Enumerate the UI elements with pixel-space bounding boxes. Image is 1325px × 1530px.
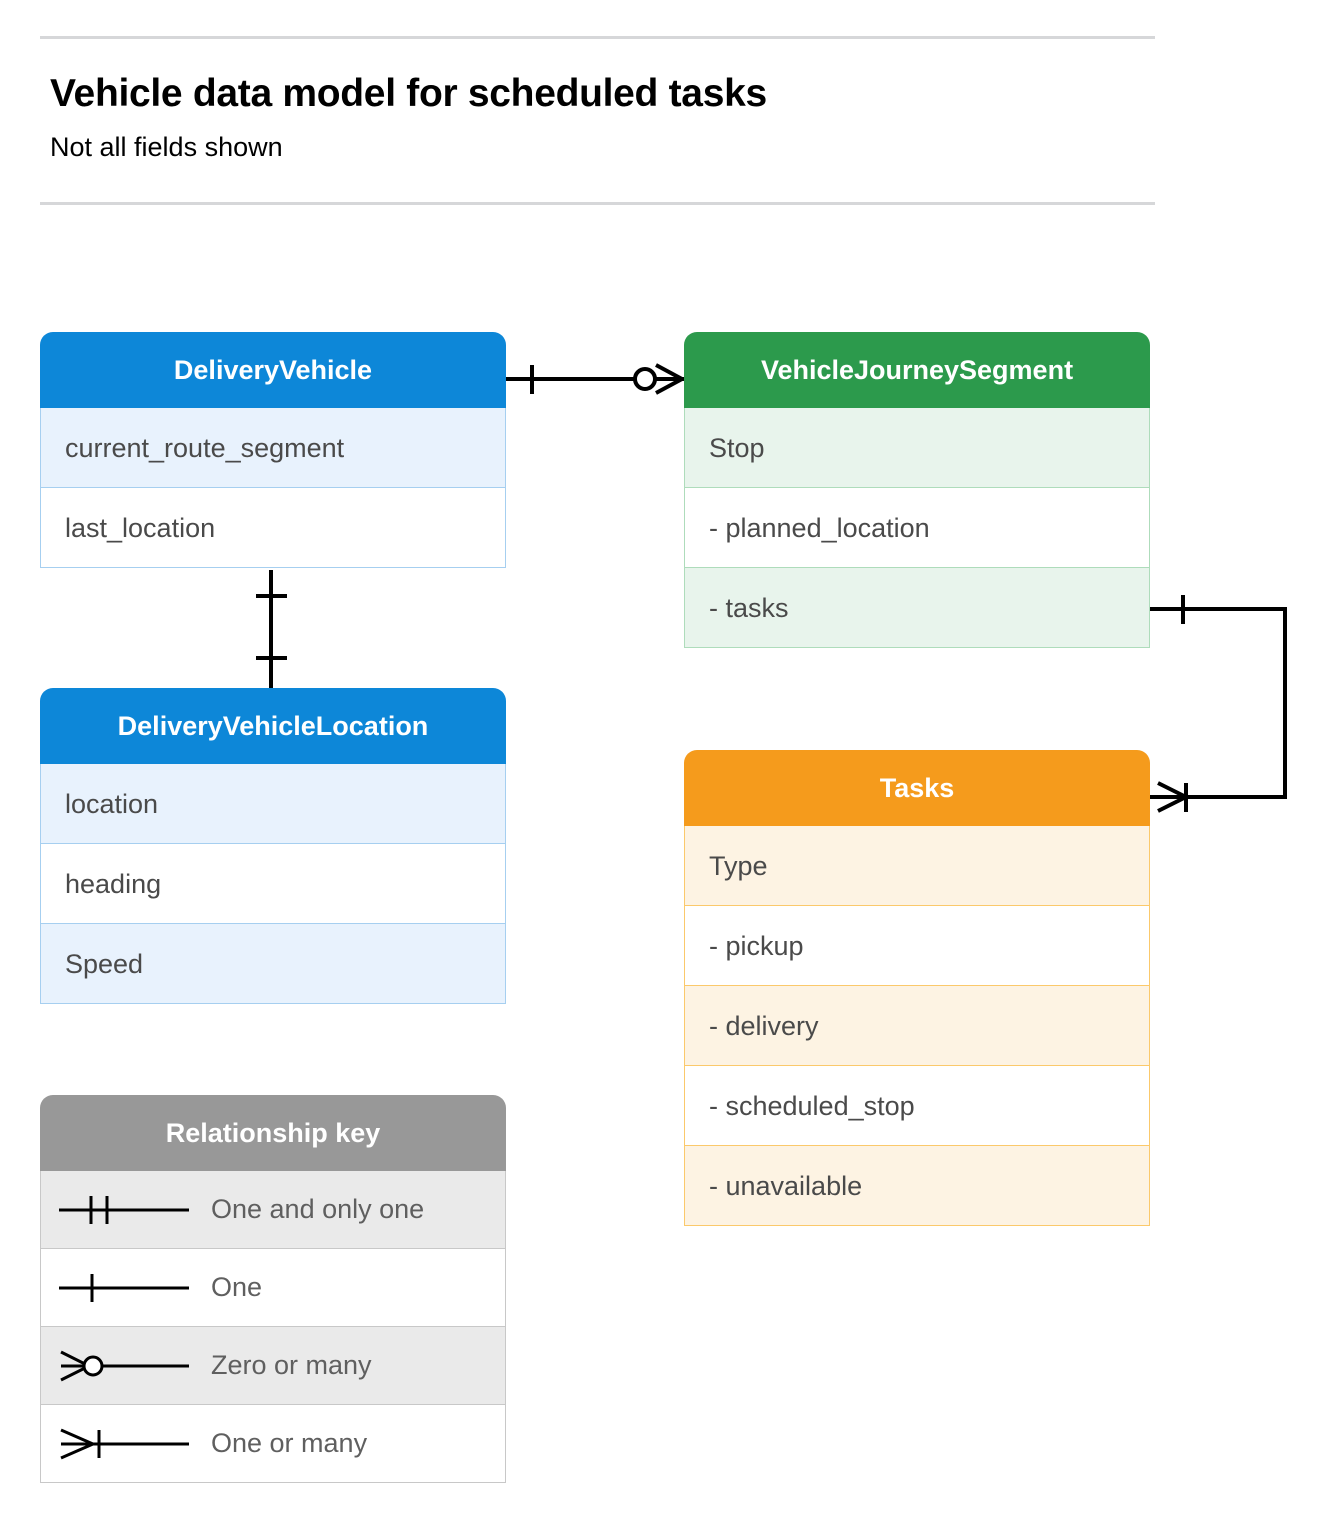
header-divider-top [40, 36, 1155, 39]
entity-delivery-vehicle: DeliveryVehicle current_route_segment la… [40, 332, 506, 568]
entity-field-row: location [40, 764, 506, 844]
entity-field-row: heading [40, 844, 506, 924]
entity-field-row: - planned_location [684, 488, 1150, 568]
entity-delivery-vehicle-location-title: DeliveryVehicleLocation [40, 688, 506, 764]
legend-item-one-and-only-one: One and only one [40, 1171, 506, 1249]
entity-field-row: - tasks [684, 568, 1150, 648]
page-title: Vehicle data model for scheduled tasks [50, 72, 767, 115]
entity-delivery-vehicle-title: DeliveryVehicle [40, 332, 506, 408]
entity-field-row: Type [684, 826, 1150, 906]
entity-vehicle-journey-segment-title: VehicleJourneySegment [684, 332, 1150, 408]
entity-field-row: Speed [40, 924, 506, 1004]
zero-or-many-symbol [41, 1327, 211, 1404]
entity-field-row: - pickup [684, 906, 1150, 986]
entity-field-row: - unavailable [684, 1146, 1150, 1226]
relationship-key-title: Relationship key [40, 1095, 506, 1171]
header-divider-bottom [40, 202, 1155, 205]
one-and-only-one-symbol [41, 1171, 211, 1248]
legend-item-label: Zero or many [211, 1350, 372, 1380]
entity-field-row: last_location [40, 488, 506, 568]
connector-deliveryvehicle-to-vehiclejourneysegment [506, 363, 684, 395]
legend-item-zero-or-many: Zero or many [40, 1327, 506, 1405]
legend-item-one-or-many: One or many [40, 1405, 506, 1483]
entity-tasks-title: Tasks [684, 750, 1150, 826]
entity-delivery-vehicle-location: DeliveryVehicleLocation location heading… [40, 688, 506, 1004]
entity-field-row: - scheduled_stop [684, 1066, 1150, 1146]
one-symbol [41, 1249, 211, 1326]
entity-tasks: Tasks Type - pickup - delivery - schedul… [684, 750, 1150, 1226]
relationship-key-legend: Relationship key One and only one One [40, 1095, 506, 1483]
one-or-many-symbol [41, 1405, 211, 1482]
legend-item-label: One [211, 1272, 263, 1302]
entity-vehicle-journey-segment: VehicleJourneySegment Stop - planned_loc… [684, 332, 1150, 648]
entity-field-row: Stop [684, 408, 1150, 488]
entity-field-row: current_route_segment [40, 408, 506, 488]
legend-item-label: One or many [211, 1428, 368, 1458]
connector-vehiclejourneysegment-to-tasks [1150, 595, 1287, 813]
legend-item-one: One [40, 1249, 506, 1327]
page-subtitle: Not all fields shown [50, 132, 283, 162]
connector-deliveryvehicle-to-deliveryvehiclelocation [256, 570, 287, 688]
entity-field-row: - delivery [684, 986, 1150, 1066]
legend-item-label: One and only one [211, 1194, 425, 1224]
